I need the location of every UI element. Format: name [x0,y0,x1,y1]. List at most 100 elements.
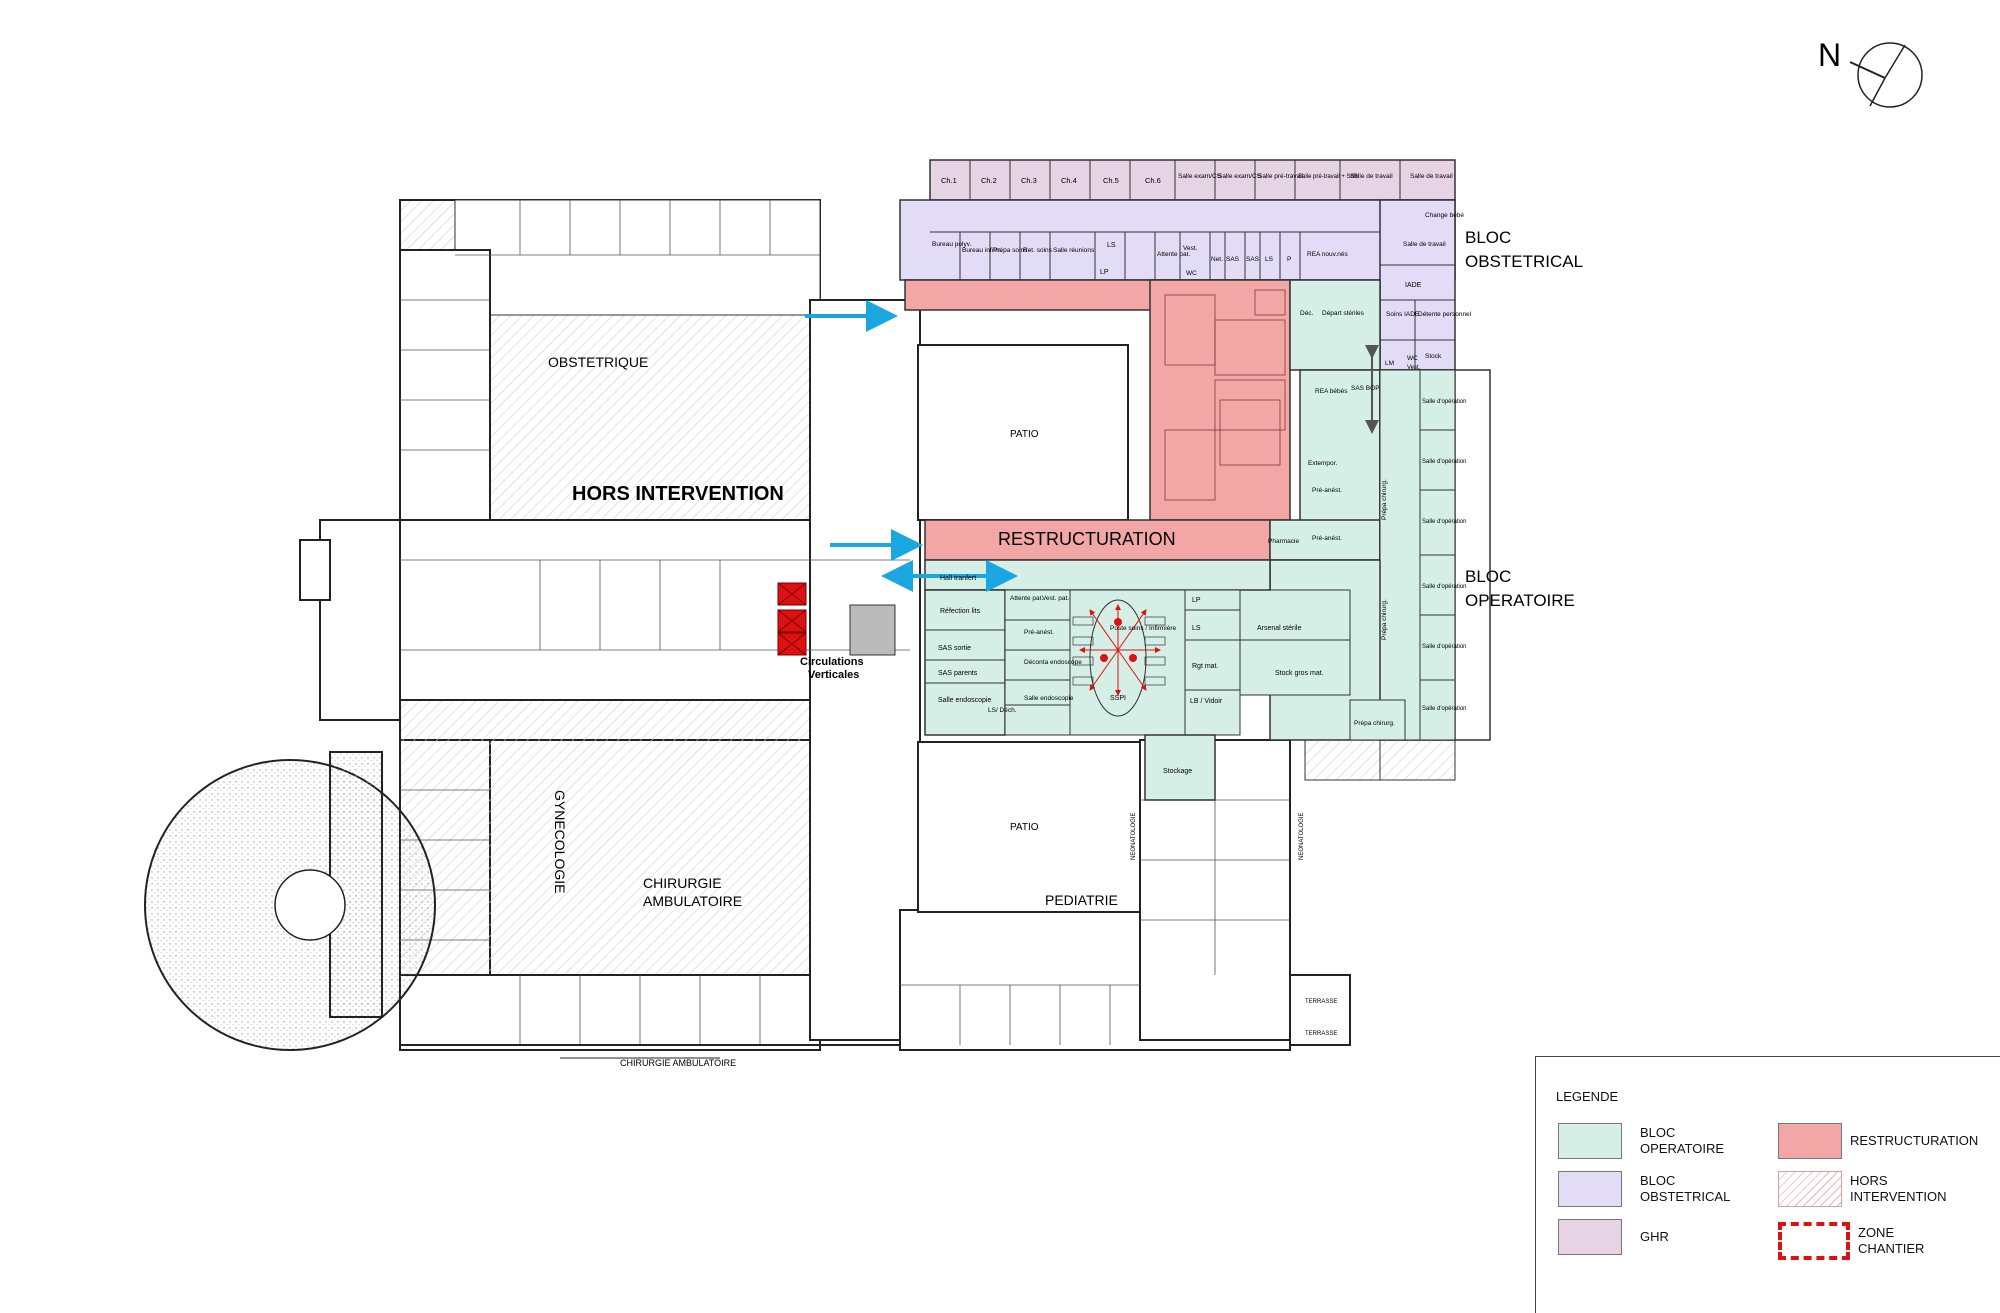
room-sas-parents: SAS parents [938,670,978,677]
room-ret-soins: Ret. soins [1023,247,1053,254]
legend-title: LEGENDE [1556,1089,1619,1104]
room-arsenal-sterile: Arsenal stérile [1257,625,1301,632]
patio-north [917,344,1129,521]
gynecologie-label: GYNECOLOGIE [552,790,568,893]
room-salle-op-2: Salle d'opération [1422,459,1467,465]
room-ls-3: LS [1192,625,1201,632]
room-wc: WC [1186,270,1197,277]
room-lb-vidoir: LB / Vidoir [1190,698,1223,705]
room-detente-personnel: Détente personnel [1418,311,1472,318]
room-pre-anest-1: Pré-anést. [1312,487,1342,494]
room-salle-travail-2: Salle de travail [1410,173,1453,180]
legend: LEGENDE BLOC OPERATOIRE BLOC OBSTETRICAL… [1535,1056,2000,1313]
legend-label-hors-intervention: HORS INTERVENTION [1850,1173,1947,1204]
room-grid [400,200,1290,1045]
room-wc-2: WC [1407,355,1418,362]
legend-label-ghr: GHR [1640,1229,1669,1244]
neonatologie-right-label: NEONATOLOGIE [1299,813,1305,860]
room-lp: LP [1100,269,1109,276]
chirurgie-label-2: AMBULATOIRE [643,893,742,909]
room-salle-reunions: Salle réunions [1053,247,1095,254]
neonatologie-left-label: NEONATOLOGIE [1131,813,1137,860]
room-pre-anest-2: Pré-anést. [1312,535,1342,542]
circulations-label-2: Verticales [808,669,859,681]
legend-swatch-bloc-operatoire [1558,1123,1622,1159]
north-label: N [1818,37,1841,73]
chirurgie-bottom-label: CHIRURGIE AMBULATOIRE [620,1058,736,1068]
zone-labels: HORS INTERVENTION RESTRUCTURATION BLOC O… [572,228,1583,610]
room-prepa-chirurg-2: Prépa chirurg. [1381,599,1388,640]
blue-arrows [805,300,1018,592]
room-attente-pat: Attente pat. [1157,251,1190,258]
room-ch5: Ch.5 [1103,176,1119,185]
room-prepa-chirurg-1: Prépa chirurg. [1381,479,1388,520]
room-salle-op-3: Salle d'opération [1422,519,1467,525]
room-ch2: Ch.2 [981,176,997,185]
room-pre-anest-3: Pré-anést. [1024,629,1054,636]
legend-swatch-hors-intervention [1778,1171,1842,1207]
room-ls-1: LS [1107,242,1116,249]
room-extempor: Extempor. [1308,460,1337,467]
legend-item-bloc-operatoire: BLOC OPERATOIRE [1558,1123,1724,1159]
room-rgt-mat: Rgt mat. [1192,663,1219,670]
room-hall-tranfert: Hall tranfert [940,575,976,582]
room-deconta-endoscope: Déconta endoscope [1024,659,1082,666]
restructuration-label: RESTRUCTURATION [998,529,1176,549]
room-stockage: Stockage [1163,768,1192,775]
legend-label-bloc-operatoire: BLOC OPERATOIRE [1640,1125,1725,1156]
room-p: P [1287,256,1291,263]
north-arrow: N [1818,37,1923,108]
room-stock-gros-mat: Stock gros mat. [1275,670,1324,677]
room-refection-lits: Réfection lits [940,608,981,615]
building-shell [299,199,1351,1051]
room-soins-iade: Soins IADE [1386,311,1420,318]
room-salle-op-5: Salle d'opération [1422,644,1467,650]
legend-item-restructuration: RESTRUCTURATION [1778,1123,1978,1159]
room-ch6: Ch.6 [1145,176,1161,185]
room-rea-nouv-nes: REA nouv.nés [1307,251,1348,258]
room-iade: IADE [1405,282,1422,289]
room-lm: LM [1385,360,1394,367]
legend-label-bloc-obstetrical: BLOC OBSTETRICAL [1640,1173,1731,1204]
room-ch1: Ch.1 [941,176,957,185]
room-salle-exam-1: Salle exam/CS [1178,173,1222,180]
bloc-operatoire-label-2: OPERATOIRE [1465,591,1575,610]
room-salle-exam-2: Salle exam/CS [1218,173,1262,180]
room-sas-1: SAS [1226,256,1240,263]
terrasse-1-label: TERRASSE [1305,999,1337,1005]
patio-south-label: PATIO [1010,822,1039,833]
room-pre-travail-2: Salle pré-travail + SdB [1298,174,1358,180]
legend-swatch-ghr [1558,1219,1622,1255]
room-salle-endoscopie-1: Salle endoscopie [938,697,991,704]
room-attente-pat-2: Attente pat. [1010,595,1043,602]
room-lp-2: LP [1192,597,1201,604]
room-vest: Vest. [1183,245,1198,252]
bloc-obstetrical-label-1: BLOC [1465,228,1511,247]
circular-hall [144,751,436,1051]
room-bureau-polyv: Bureau polyv. [932,241,971,248]
room-pre-travail-1: Salle pré-travail [1258,173,1304,180]
room-ls-dech: LS/ Déch. [988,707,1017,714]
room-net: Net. [1211,256,1223,263]
room-sas-2: SAS [1246,256,1260,263]
legend-item-ghr: GHR [1558,1219,1669,1255]
legend-swatch-zone-chantier [1778,1222,1850,1260]
sspi-label: SSPI [1110,695,1126,702]
bloc-obstetrical-label-2: OBSTETRICAL [1465,252,1583,271]
room-stock: Stock [1425,353,1442,360]
room-salle-travail-3: Salle de travail [1403,241,1446,248]
legend-item-zone-chantier: ZONE CHANTIER [1778,1222,1924,1260]
obstetrique-label: OBSTETRIQUE [548,354,648,370]
room-vest-pat: Vest. pat. [1042,595,1069,602]
hors-intervention-label: HORS INTERVENTION [572,483,784,505]
chirurgie-label-1: CHIRURGIE [643,875,722,891]
legend-label-zone-chantier: ZONE CHANTIER [1858,1225,1925,1256]
room-depart-steriles: Départ stériles [1322,310,1365,317]
legend-swatch-bloc-obstetrical [1558,1171,1622,1207]
legend-item-hors-intervention: HORS INTERVENTION [1778,1171,1947,1207]
room-bureau-infirm: Bureau infirm. [962,247,1003,254]
room-sas-sortie: SAS sortie [938,645,971,652]
pediatrie-label: PEDIATRIE [1045,892,1118,908]
